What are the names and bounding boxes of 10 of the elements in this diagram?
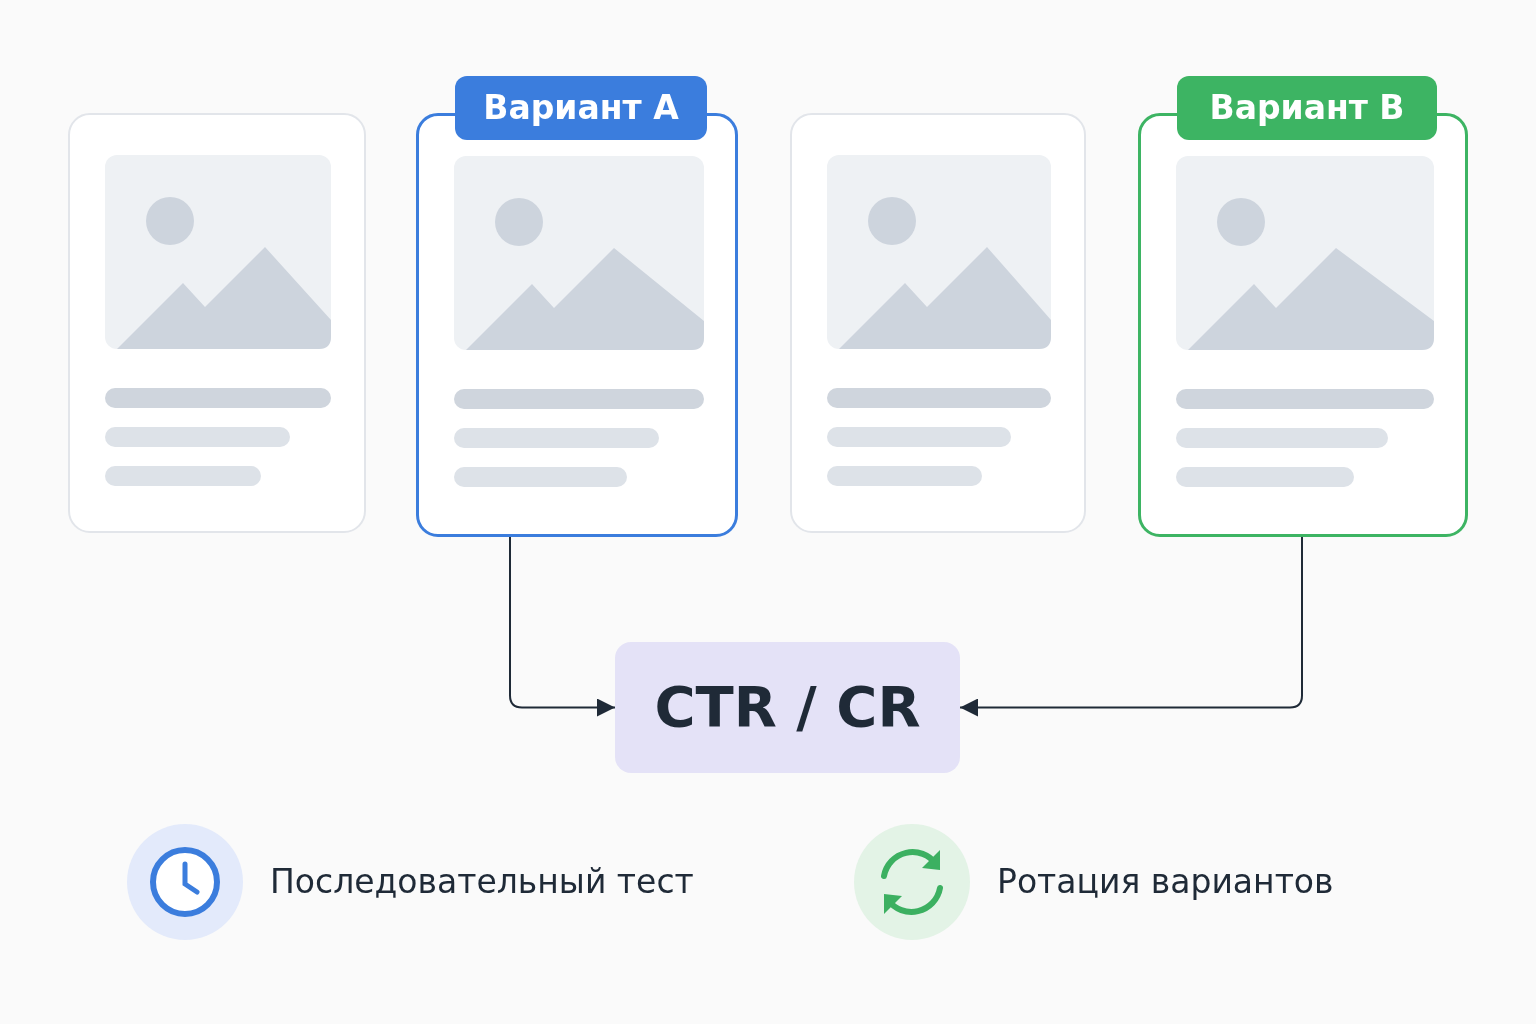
- card: [790, 113, 1086, 533]
- connector-arrow: [509, 536, 616, 717]
- metric-label: CTR / CR: [653, 673, 922, 741]
- metric-box: [615, 642, 960, 773]
- connector-arrow: [959, 536, 1303, 717]
- variant-tab: Вариант B: [1177, 76, 1437, 140]
- card: [68, 113, 366, 533]
- variant-tab: Вариант A: [455, 76, 707, 140]
- feature-label: Ротация вариантов: [997, 862, 1334, 901]
- feature-label: Последовательный тест: [270, 862, 694, 901]
